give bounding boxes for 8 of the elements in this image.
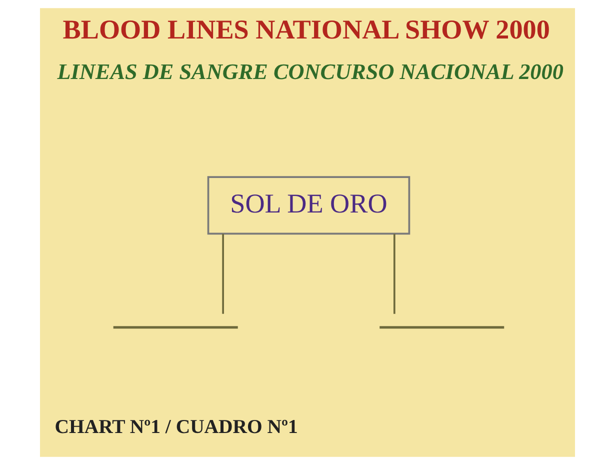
caption: CHART Nº1 / CUADRO Nº1	[54, 416, 298, 438]
connector	[222, 234, 224, 314]
label: LINEAS DE SANGRE CONCURSO NACIONAL 2000	[57, 58, 564, 84]
node-box: SOL DE ORO	[207, 176, 410, 235]
node-bar	[113, 326, 238, 329]
node-bar	[380, 326, 504, 329]
diagram-title: BLOOD LINES NATIONAL SHOW 2000	[62, 14, 550, 44]
connector	[393, 234, 396, 314]
